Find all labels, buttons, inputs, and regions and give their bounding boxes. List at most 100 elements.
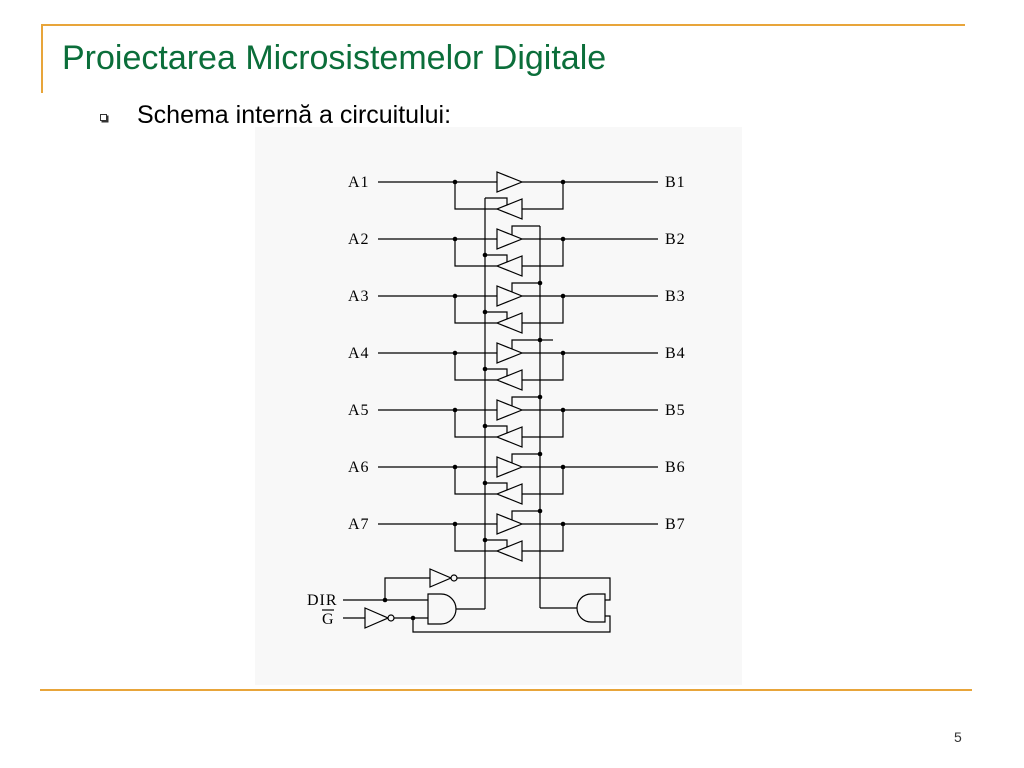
b1-feed-wire [522,182,564,210]
reverse-enable-3-dot [482,309,488,315]
reverse-enable-5-dot [482,423,488,429]
a1-junction-dot [452,179,458,185]
reverse-enable-7-wire [485,539,508,547]
reverse-buffer-4 [495,369,523,391]
a1-return-wire [454,182,497,210]
b5-junction-dot [560,407,566,413]
forward-buffer-2 [496,228,524,250]
a2-return-wire [454,239,497,267]
forward-buffer-5 [496,399,524,421]
g-inverted-return-wire [412,615,611,633]
bottom-accent-rule [40,689,972,691]
a6-return-wire [454,467,497,495]
b3-feed-wire [522,296,564,324]
forward-enable-2-wire [511,225,540,235]
reverse-enable-7-dot [482,537,488,543]
b6-label: B6 [665,459,686,476]
page-number: 5 [954,729,962,745]
forward-enable-4-wire [511,339,540,349]
b5-feed-wire [522,410,564,438]
a7-junction-dot [452,521,458,527]
b2-feed-wire [522,239,564,267]
a1-label: A1 [348,174,370,191]
dir-to-inverter-wire [384,577,430,600]
bullet-text: Schema internă a circuitului: [137,101,452,129]
dir-inverter-bubble [450,574,458,582]
forward-enable-3-wire [511,282,540,292]
dir-label: DIR [307,592,338,609]
forward-buffer-3 [496,285,524,307]
a5-label: A5 [348,402,370,419]
dir-junction-dot [382,597,388,603]
b4-junction-dot [560,350,566,356]
hollow-square-bullet-icon [100,114,107,121]
a3-junction-dot [452,293,458,299]
right-and-gate [576,593,606,623]
reverse-enable-6-wire [485,482,508,490]
g-junction-dot [410,615,416,621]
a3-label: A3 [348,288,370,305]
a7-return-wire [454,524,497,552]
reverse-enable-1-wire [485,197,508,205]
a6-junction-dot [452,464,458,470]
reverse-enable-4-wire [485,368,508,376]
forward-buffer-7 [496,513,524,535]
a4-junction-dot [452,350,458,356]
a5-junction-dot [452,407,458,413]
top-accent-rule [42,24,965,26]
dir-inverted-wire [457,577,611,601]
b6-junction-dot [560,464,566,470]
b4-feed-wire [522,353,564,381]
a6-label: A6 [348,459,370,476]
forward-enable-5-dot [537,394,543,400]
a2-junction-dot [452,236,458,242]
a3-return-wire [454,296,497,324]
b7-label: B7 [665,516,686,533]
forward-buffer-4 [496,342,524,364]
b7-junction-dot [560,521,566,527]
reverse-enable-4-dot [482,366,488,372]
reverse-buffer-1 [495,198,523,220]
reverse-buffer-5 [495,426,523,448]
a4-label: A4 [348,345,370,362]
forward-enable-5-wire [511,396,540,406]
forward-enable-7-wire [511,510,540,520]
b1-label: B1 [665,174,686,191]
forward-enable-7-dot [537,508,543,514]
b3-junction-dot [560,293,566,299]
reverse-buffer-6 [495,483,523,505]
forward-buffer-6 [496,456,524,478]
left-accent-rule [41,24,43,93]
reverse-enable-2-dot [482,252,488,258]
left-and-gate [427,593,457,625]
g-inverter-bubble [387,614,395,622]
b3-label: B3 [665,288,686,305]
a2-label: A2 [348,231,370,248]
b4-label: B4 [665,345,686,362]
reverse-enable-3-wire [485,311,508,319]
b2-label: B2 [665,231,686,248]
reverse-enable-6-dot [482,480,488,486]
reverse-enable-5-wire [485,425,508,433]
forward-buffer-1 [496,171,524,193]
forward-enable-6-wire [511,453,540,463]
a5-return-wire [454,410,497,438]
a7-label: A7 [348,516,370,533]
reverse-enable-2-wire [485,254,508,262]
slide-title: Proiectarea Microsistemelor Digitale [62,39,607,77]
b5-label: B5 [665,402,686,419]
dir-inverter [429,568,453,588]
g-inverter [364,607,390,629]
b1-junction-dot [560,179,566,185]
forward-enable-3-dot [537,280,543,286]
forward-enable-6-dot [537,451,543,457]
b6-feed-wire [522,467,564,495]
reverse-buffer-2 [495,255,523,277]
g-label: G [322,611,335,628]
b2-junction-dot [560,236,566,242]
reverse-buffer-3 [495,312,523,334]
a4-return-wire [454,353,497,381]
b7-feed-wire [522,524,564,552]
